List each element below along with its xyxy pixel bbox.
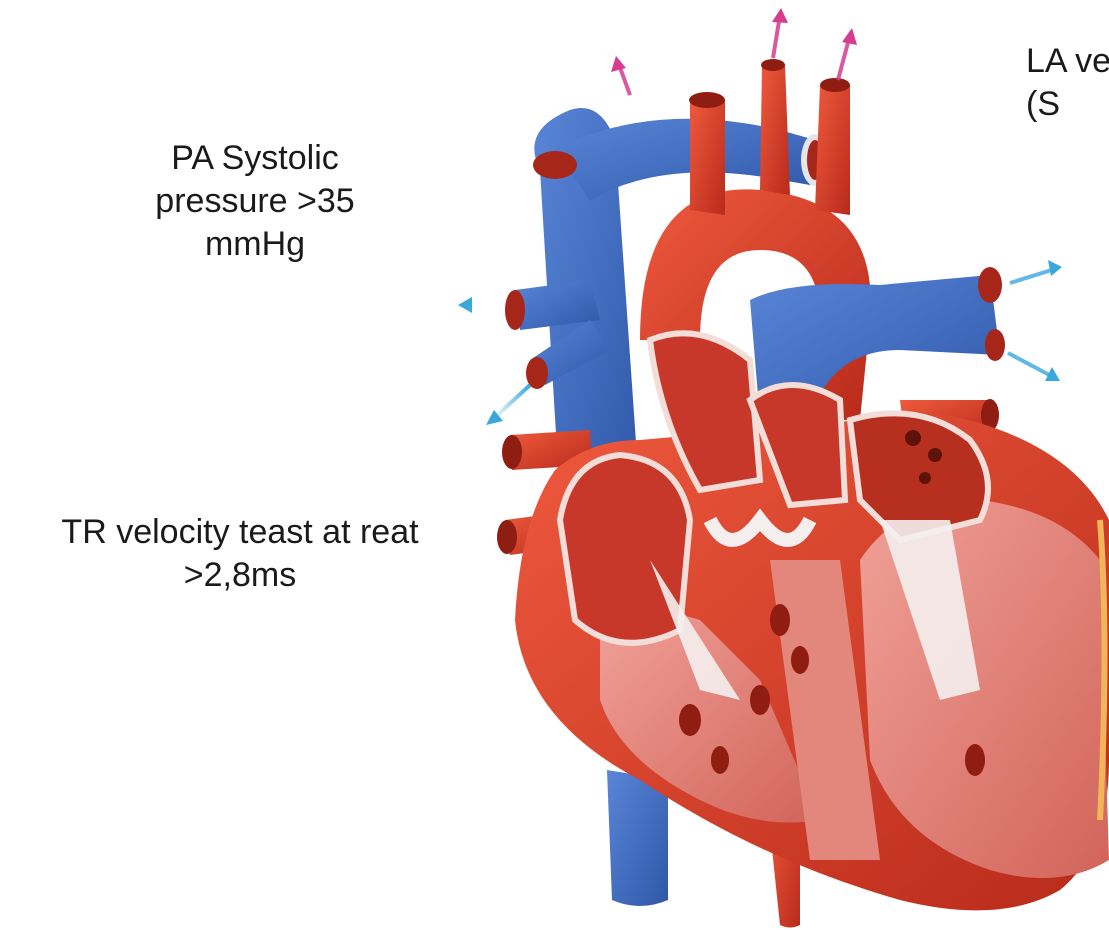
vessel-opening bbox=[820, 78, 850, 92]
tr-velocity-label: TR velocity teast at reat >2,8ms bbox=[0, 511, 480, 597]
vessel-opening bbox=[978, 267, 1002, 303]
brachiocephalic-artery bbox=[690, 100, 725, 215]
pulmonary-vein-opening bbox=[905, 430, 921, 446]
vessel-opening bbox=[689, 92, 725, 108]
arrow-icon bbox=[1008, 353, 1060, 381]
vessel-opening bbox=[497, 520, 517, 554]
arrow-icon bbox=[486, 385, 530, 425]
left-carotid-artery bbox=[760, 65, 790, 195]
trabeculae bbox=[711, 746, 729, 774]
trabeculae bbox=[965, 744, 985, 776]
left-subclavian-artery bbox=[815, 85, 850, 215]
arrow-icon bbox=[772, 8, 788, 58]
arrow-icon bbox=[458, 297, 510, 313]
vessel-opening bbox=[502, 435, 522, 469]
right-atrium bbox=[560, 455, 690, 643]
trabeculae bbox=[770, 604, 790, 636]
vessel-opening bbox=[526, 357, 548, 389]
arrow-icon bbox=[611, 56, 630, 95]
vessel-opening bbox=[761, 59, 785, 71]
la-volume-label: LA ve (S bbox=[1026, 40, 1109, 126]
trabeculae bbox=[750, 685, 770, 715]
vessel-opening bbox=[985, 329, 1005, 361]
vessel-opening bbox=[505, 290, 525, 330]
arrow-icon bbox=[838, 28, 857, 80]
pa-systolic-label: PA Systolic pressure >35 mmHg bbox=[120, 137, 390, 265]
pulmonary-vein-opening bbox=[928, 448, 942, 462]
trabeculae bbox=[791, 646, 809, 674]
trabeculae bbox=[679, 704, 701, 736]
vessel-opening bbox=[533, 151, 577, 179]
pulmonary-vein-opening bbox=[919, 472, 931, 484]
arrow-icon bbox=[1010, 260, 1062, 283]
